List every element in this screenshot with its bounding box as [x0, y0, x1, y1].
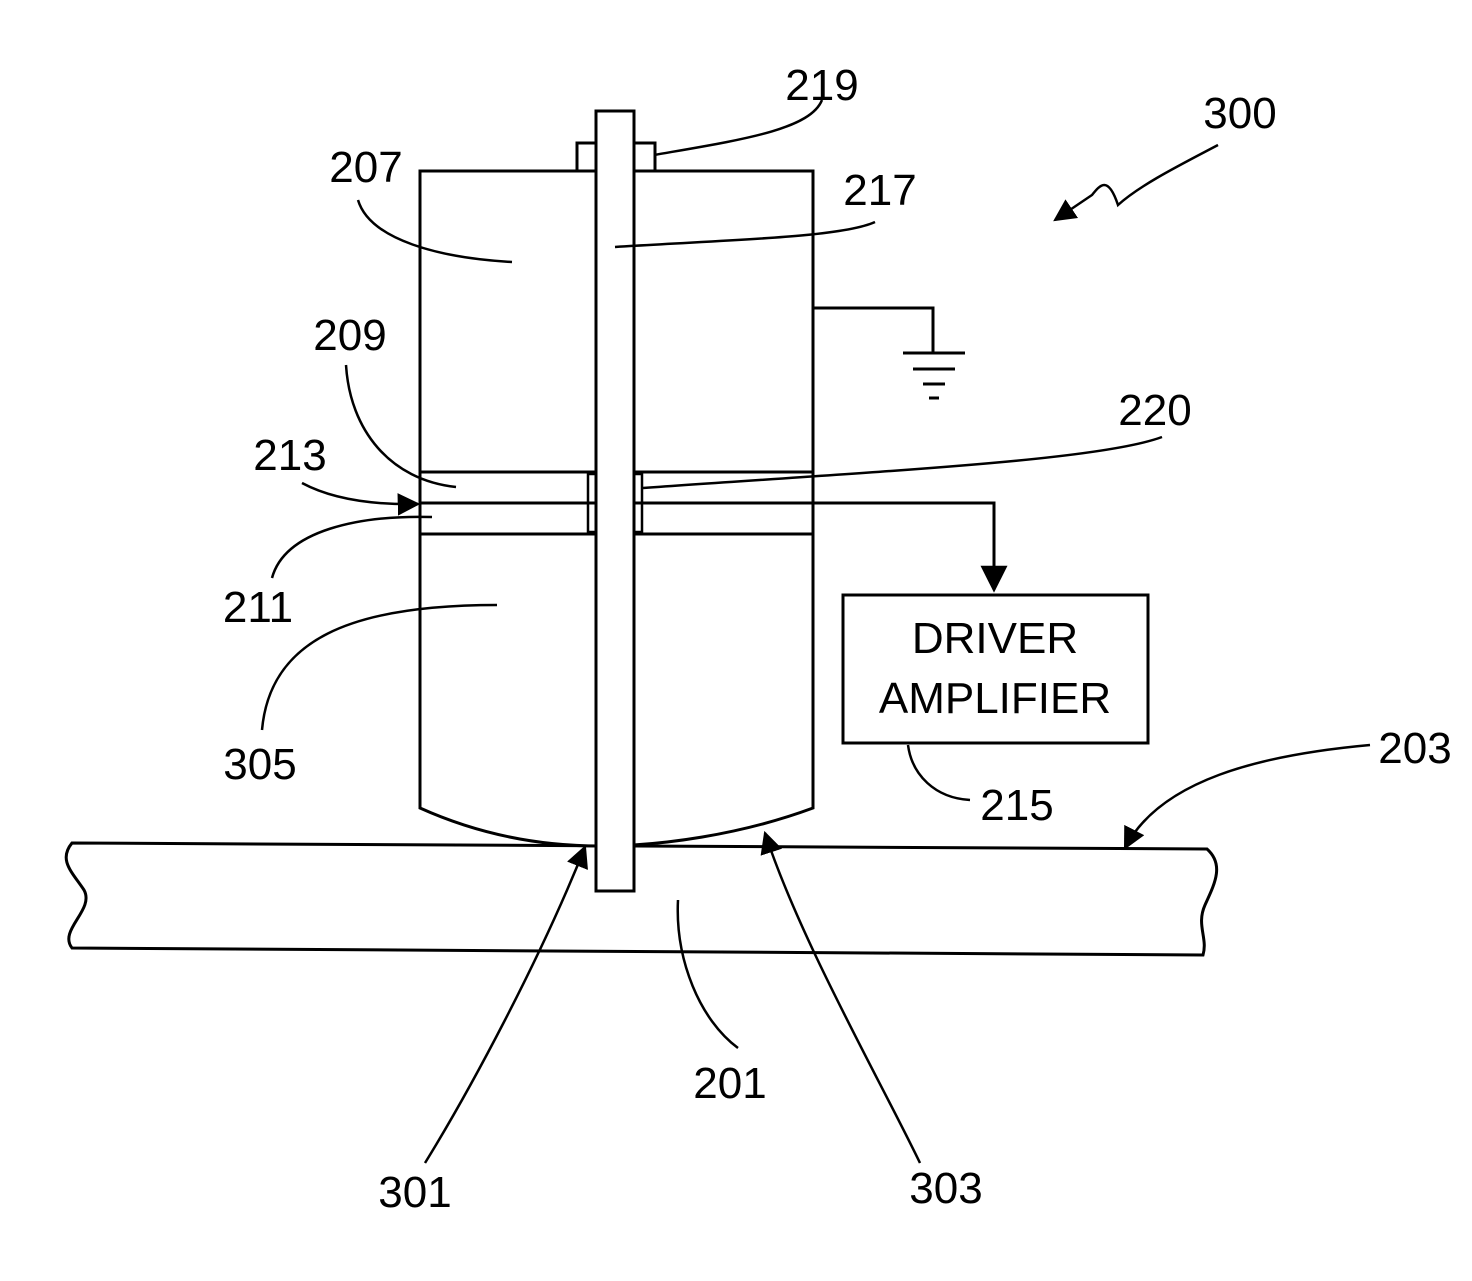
driver-label: DRIVER [912, 614, 1078, 663]
label-219: 219 [785, 61, 858, 110]
leader-213 [302, 483, 418, 504]
label-215: 215 [980, 781, 1053, 830]
label-300: 300 [1203, 89, 1276, 138]
label-305: 305 [223, 740, 296, 789]
label-213: 213 [253, 431, 326, 480]
label-211: 211 [223, 583, 293, 632]
label-217: 217 [843, 166, 916, 215]
label-201: 201 [693, 1059, 766, 1108]
label-207: 207 [329, 143, 402, 192]
label-303: 303 [909, 1164, 982, 1213]
driver-amplifier-box: DRIVER AMPLIFIER [843, 595, 1148, 743]
leader-215 [908, 745, 970, 800]
leader-211 [272, 517, 432, 578]
workpiece-201 [66, 843, 1217, 955]
label-301: 301 [378, 1168, 451, 1217]
leader-300 [1055, 145, 1218, 220]
bolt-217 [596, 111, 634, 891]
label-203: 203 [1378, 724, 1451, 773]
label-220: 220 [1118, 386, 1191, 435]
amplifier-label: AMPLIFIER [879, 674, 1111, 723]
leader-203 [1125, 745, 1370, 848]
ground-connection [813, 308, 965, 398]
label-209: 209 [313, 311, 386, 360]
